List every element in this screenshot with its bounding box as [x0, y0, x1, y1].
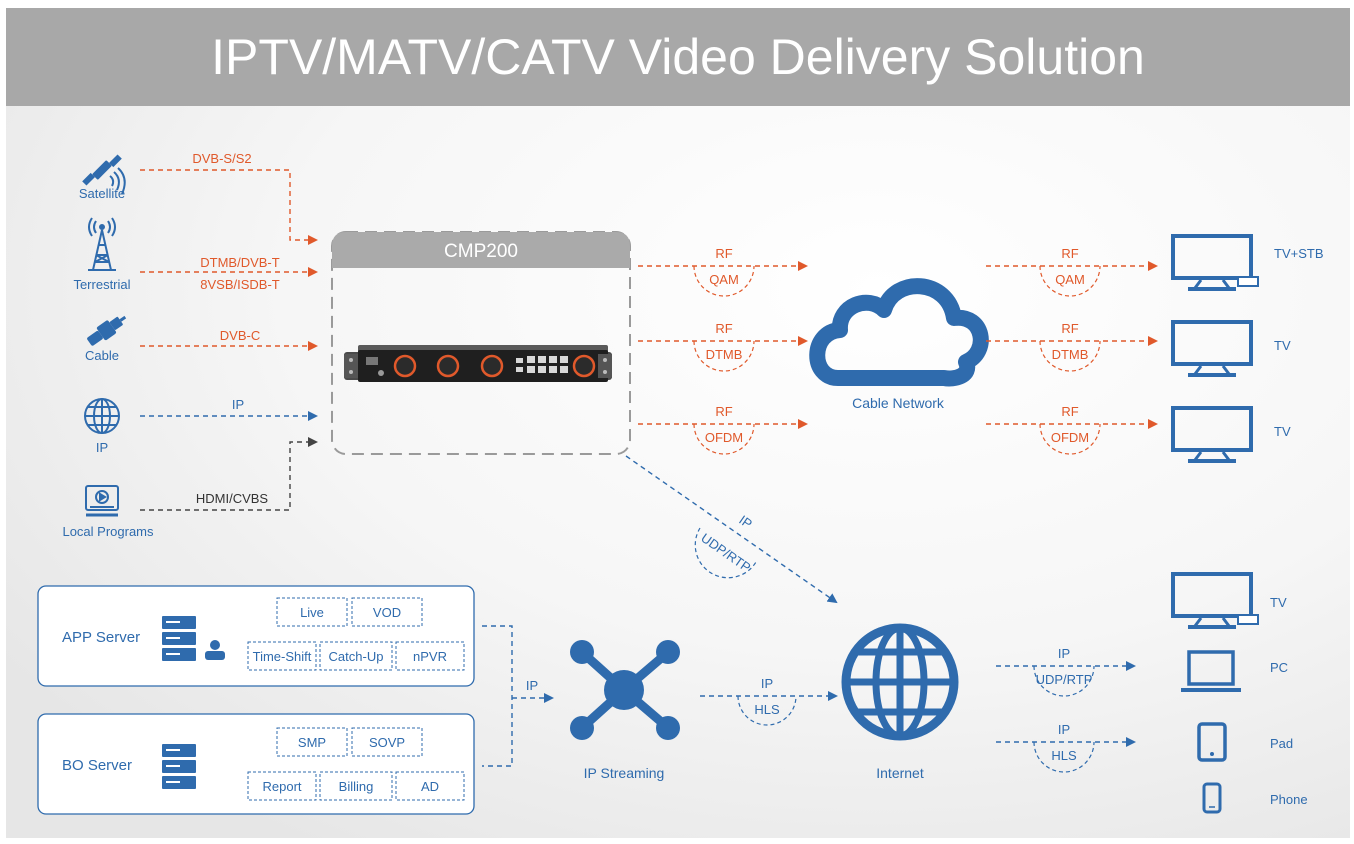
- app-server-panel: [37, 585, 475, 687]
- streaming-label: IP Streaming: [584, 765, 665, 781]
- server-bracket: [482, 625, 513, 767]
- internet-link-1-bottom: UDP/RTP: [1036, 672, 1093, 687]
- output-label-phone: Phone: [1270, 792, 1308, 807]
- rf-out-1-bottom: QAM: [1055, 272, 1085, 287]
- bo-module-report: Report: [262, 779, 301, 794]
- device-internet-link: [625, 455, 838, 604]
- device-internet-arc: [694, 527, 757, 579]
- device-internet-bottom: UDP/RTP: [698, 530, 753, 575]
- title-banner: IPTV/MATV/CATV Video Delivery Solution: [6, 8, 1350, 106]
- app-module-catch-up: Catch-Up: [329, 649, 384, 664]
- rf-link-3-bottom: OFDM: [705, 430, 743, 445]
- source-label-cable: Cable: [85, 348, 119, 363]
- output-label-pad: Pad: [1270, 736, 1293, 751]
- source-label-terrestrial: Terrestrial: [73, 277, 130, 292]
- streaming-link-bottom: HLS: [754, 702, 780, 717]
- internet-label: Internet: [876, 765, 924, 781]
- tv-stb-icon: [1171, 572, 1259, 629]
- satellite-link-label: DVB-S/S2: [192, 151, 251, 166]
- rf-link-1-top: RF: [715, 246, 732, 261]
- rf-links-right: RF QAM RF DTMB RF OFDM: [986, 246, 1158, 455]
- device-internet-top: IP: [736, 512, 755, 531]
- streaming-link-top: IP: [761, 676, 773, 691]
- output-label-tv-stb: TV+STB: [1274, 246, 1324, 261]
- bo-module-smp: SMP: [298, 735, 326, 750]
- internet-link-2-bottom: HLS: [1051, 748, 1077, 763]
- rf-out-1-top: RF: [1061, 246, 1078, 261]
- rf-link-1-bottom: QAM: [709, 272, 739, 287]
- cmp200-device-image: [344, 345, 612, 382]
- source-label-ip: IP: [96, 440, 108, 455]
- app-module-live: Live: [300, 605, 324, 620]
- bo-server-label: BO Server: [62, 757, 132, 774]
- output-label-pc: PC: [1270, 660, 1288, 675]
- rf-out-3-bottom: OFDM: [1051, 430, 1089, 445]
- rf-out-2-top: RF: [1061, 321, 1078, 336]
- app-module-time-shift: Time-Shift: [253, 649, 312, 664]
- local-link-label: HDMI/CVBS: [196, 491, 269, 506]
- terrestrial-link-label-2: 8VSB/ISDB-T: [200, 277, 280, 292]
- cloud-icon: [809, 278, 989, 387]
- server-link-label: IP: [526, 678, 538, 693]
- globe-icon: [84, 398, 120, 434]
- server-stack-icon: [162, 744, 196, 789]
- tv-icon: [1171, 406, 1253, 463]
- phone-icon: [1202, 782, 1222, 814]
- rf-link-3-top: RF: [715, 404, 732, 419]
- app-module-npvr: nPVR: [413, 649, 447, 664]
- satellite-icon: [82, 154, 126, 195]
- cmp200-title: CMP200: [444, 241, 518, 262]
- output-label-internet-tv: TV: [1270, 595, 1287, 610]
- internet-link-1-top: IP: [1058, 646, 1070, 661]
- rf-link-2-bottom: DTMB: [706, 347, 743, 362]
- output-label-tv-3: TV: [1274, 424, 1291, 439]
- app-module-grid: [247, 597, 465, 671]
- server-stack-icon: [162, 616, 225, 661]
- streaming-internet-arc: [737, 695, 797, 726]
- cable-connector-icon: [87, 315, 127, 346]
- cable-link-label: DVB-C: [220, 328, 260, 343]
- rf-out-2-bottom: DTMB: [1052, 347, 1089, 362]
- output-label-tv-2: TV: [1274, 338, 1291, 353]
- source-label-local: Local Programs: [62, 524, 154, 539]
- internet-link-2-top: IP: [1058, 722, 1070, 737]
- bo-module-ad: AD: [421, 779, 439, 794]
- ip-input-link-label: IP: [232, 397, 244, 412]
- terrestrial-link-label-1: DTMB/DVB-T: [200, 255, 280, 270]
- satellite-link: [140, 169, 318, 245]
- bo-server-panel: [37, 713, 475, 815]
- app-module-vod: VOD: [373, 605, 401, 620]
- bo-module-billing: Billing: [339, 779, 374, 794]
- rf-links-left: RF QAM RF DTMB RF OFDM: [638, 246, 808, 455]
- rf-link-2-top: RF: [715, 321, 732, 336]
- streaming-hub-icon: [570, 640, 680, 740]
- source-label-satellite: Satellite: [79, 186, 125, 201]
- play-screen-icon: [85, 485, 119, 517]
- local-link: [140, 437, 318, 511]
- internet-globe-icon: [841, 623, 959, 741]
- bo-module-grid: [247, 727, 465, 801]
- tablet-icon: [1197, 722, 1227, 762]
- rf-out-3-top: RF: [1061, 404, 1078, 419]
- tv-stb-icon: [1171, 234, 1259, 291]
- tower-icon: [88, 217, 116, 271]
- tv-icon: [1171, 320, 1253, 377]
- cable-network-label: Cable Network: [852, 395, 945, 411]
- cmp200-header: [332, 232, 630, 268]
- page-title: IPTV/MATV/CATV Video Delivery Solution: [211, 29, 1145, 85]
- app-server-label: APP Server: [62, 629, 140, 646]
- laptop-icon: [1181, 650, 1241, 692]
- bo-module-sovp: SOVP: [369, 735, 405, 750]
